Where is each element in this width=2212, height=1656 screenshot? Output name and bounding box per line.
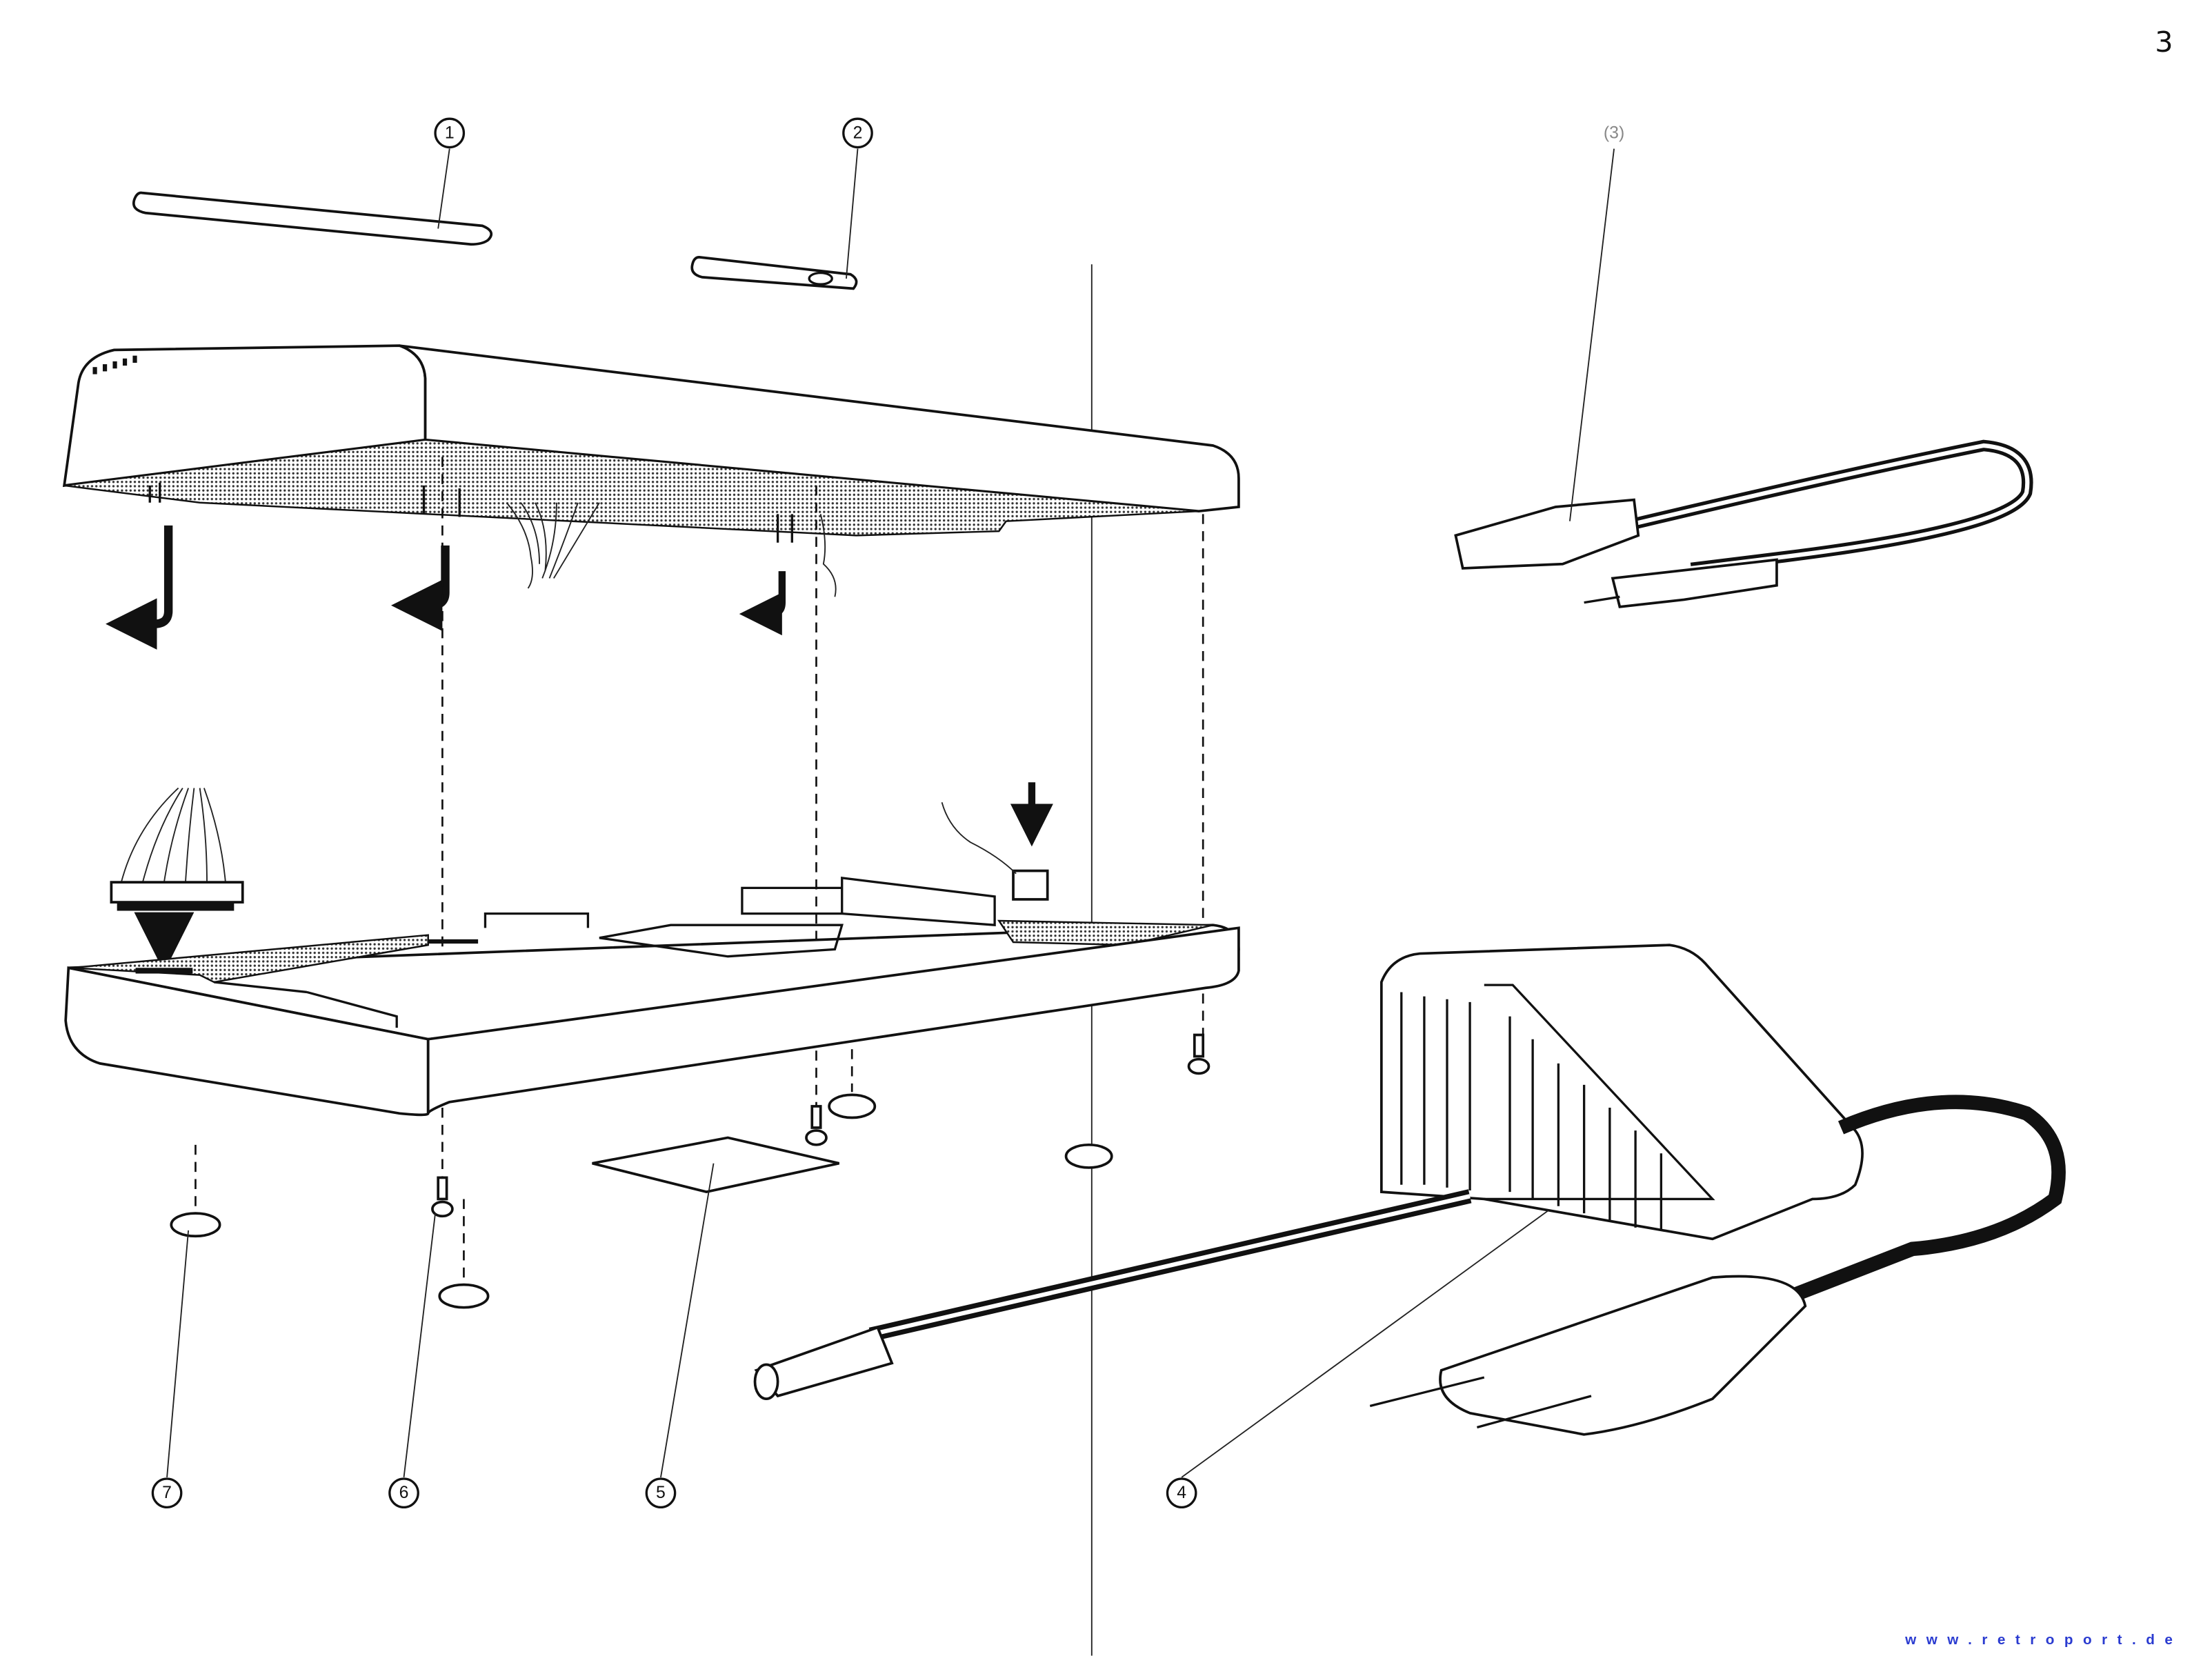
callout-6: 6 xyxy=(388,1477,419,1509)
callout-number: 1 xyxy=(445,123,455,142)
strip-hole xyxy=(808,271,833,286)
top-cover xyxy=(62,344,1240,597)
leader-lines xyxy=(166,148,1615,1478)
callout-number: 7 xyxy=(162,1484,172,1502)
ribbon-connector xyxy=(110,787,244,911)
screw xyxy=(805,1105,828,1146)
rubber-foot xyxy=(438,1283,490,1309)
screw xyxy=(1187,1033,1210,1075)
callout-4: 4 xyxy=(1166,1477,1197,1509)
power-adapter xyxy=(753,944,2066,1436)
twist-arrows xyxy=(106,525,1053,972)
callout-7: 7 xyxy=(151,1477,183,1509)
callout-3: (3) xyxy=(1604,123,1624,142)
curved-arrow-icon xyxy=(390,545,450,631)
battery-connector xyxy=(1012,869,1049,901)
video-cable xyxy=(1454,439,2033,608)
callout-number: 4 xyxy=(1177,1484,1186,1502)
vent-slots-icon xyxy=(1400,992,1663,1230)
curved-arrow-icon xyxy=(739,571,786,636)
callout-5: 5 xyxy=(645,1477,677,1509)
label-plate xyxy=(592,1136,840,1194)
callout-number: 6 xyxy=(399,1484,409,1502)
rubber-foot xyxy=(1064,1143,1113,1169)
callout-1: 1 xyxy=(434,117,466,149)
callout-number: 2 xyxy=(853,123,863,142)
curved-arrow-icon xyxy=(106,525,173,650)
trim-strip-2 xyxy=(690,256,858,290)
callout-2: 2 xyxy=(842,117,873,149)
page-number: 3 xyxy=(2155,26,2173,59)
screw xyxy=(431,1176,454,1218)
watermark: www.retroport.de xyxy=(1904,1632,2182,1648)
callout-number: (3) xyxy=(1604,123,1624,142)
bottom-tray xyxy=(64,802,1240,1117)
callout-number: 5 xyxy=(656,1484,666,1502)
rubber-foot xyxy=(170,1212,221,1238)
rubber-foot xyxy=(828,1093,877,1119)
trim-strip-1 xyxy=(132,191,493,246)
